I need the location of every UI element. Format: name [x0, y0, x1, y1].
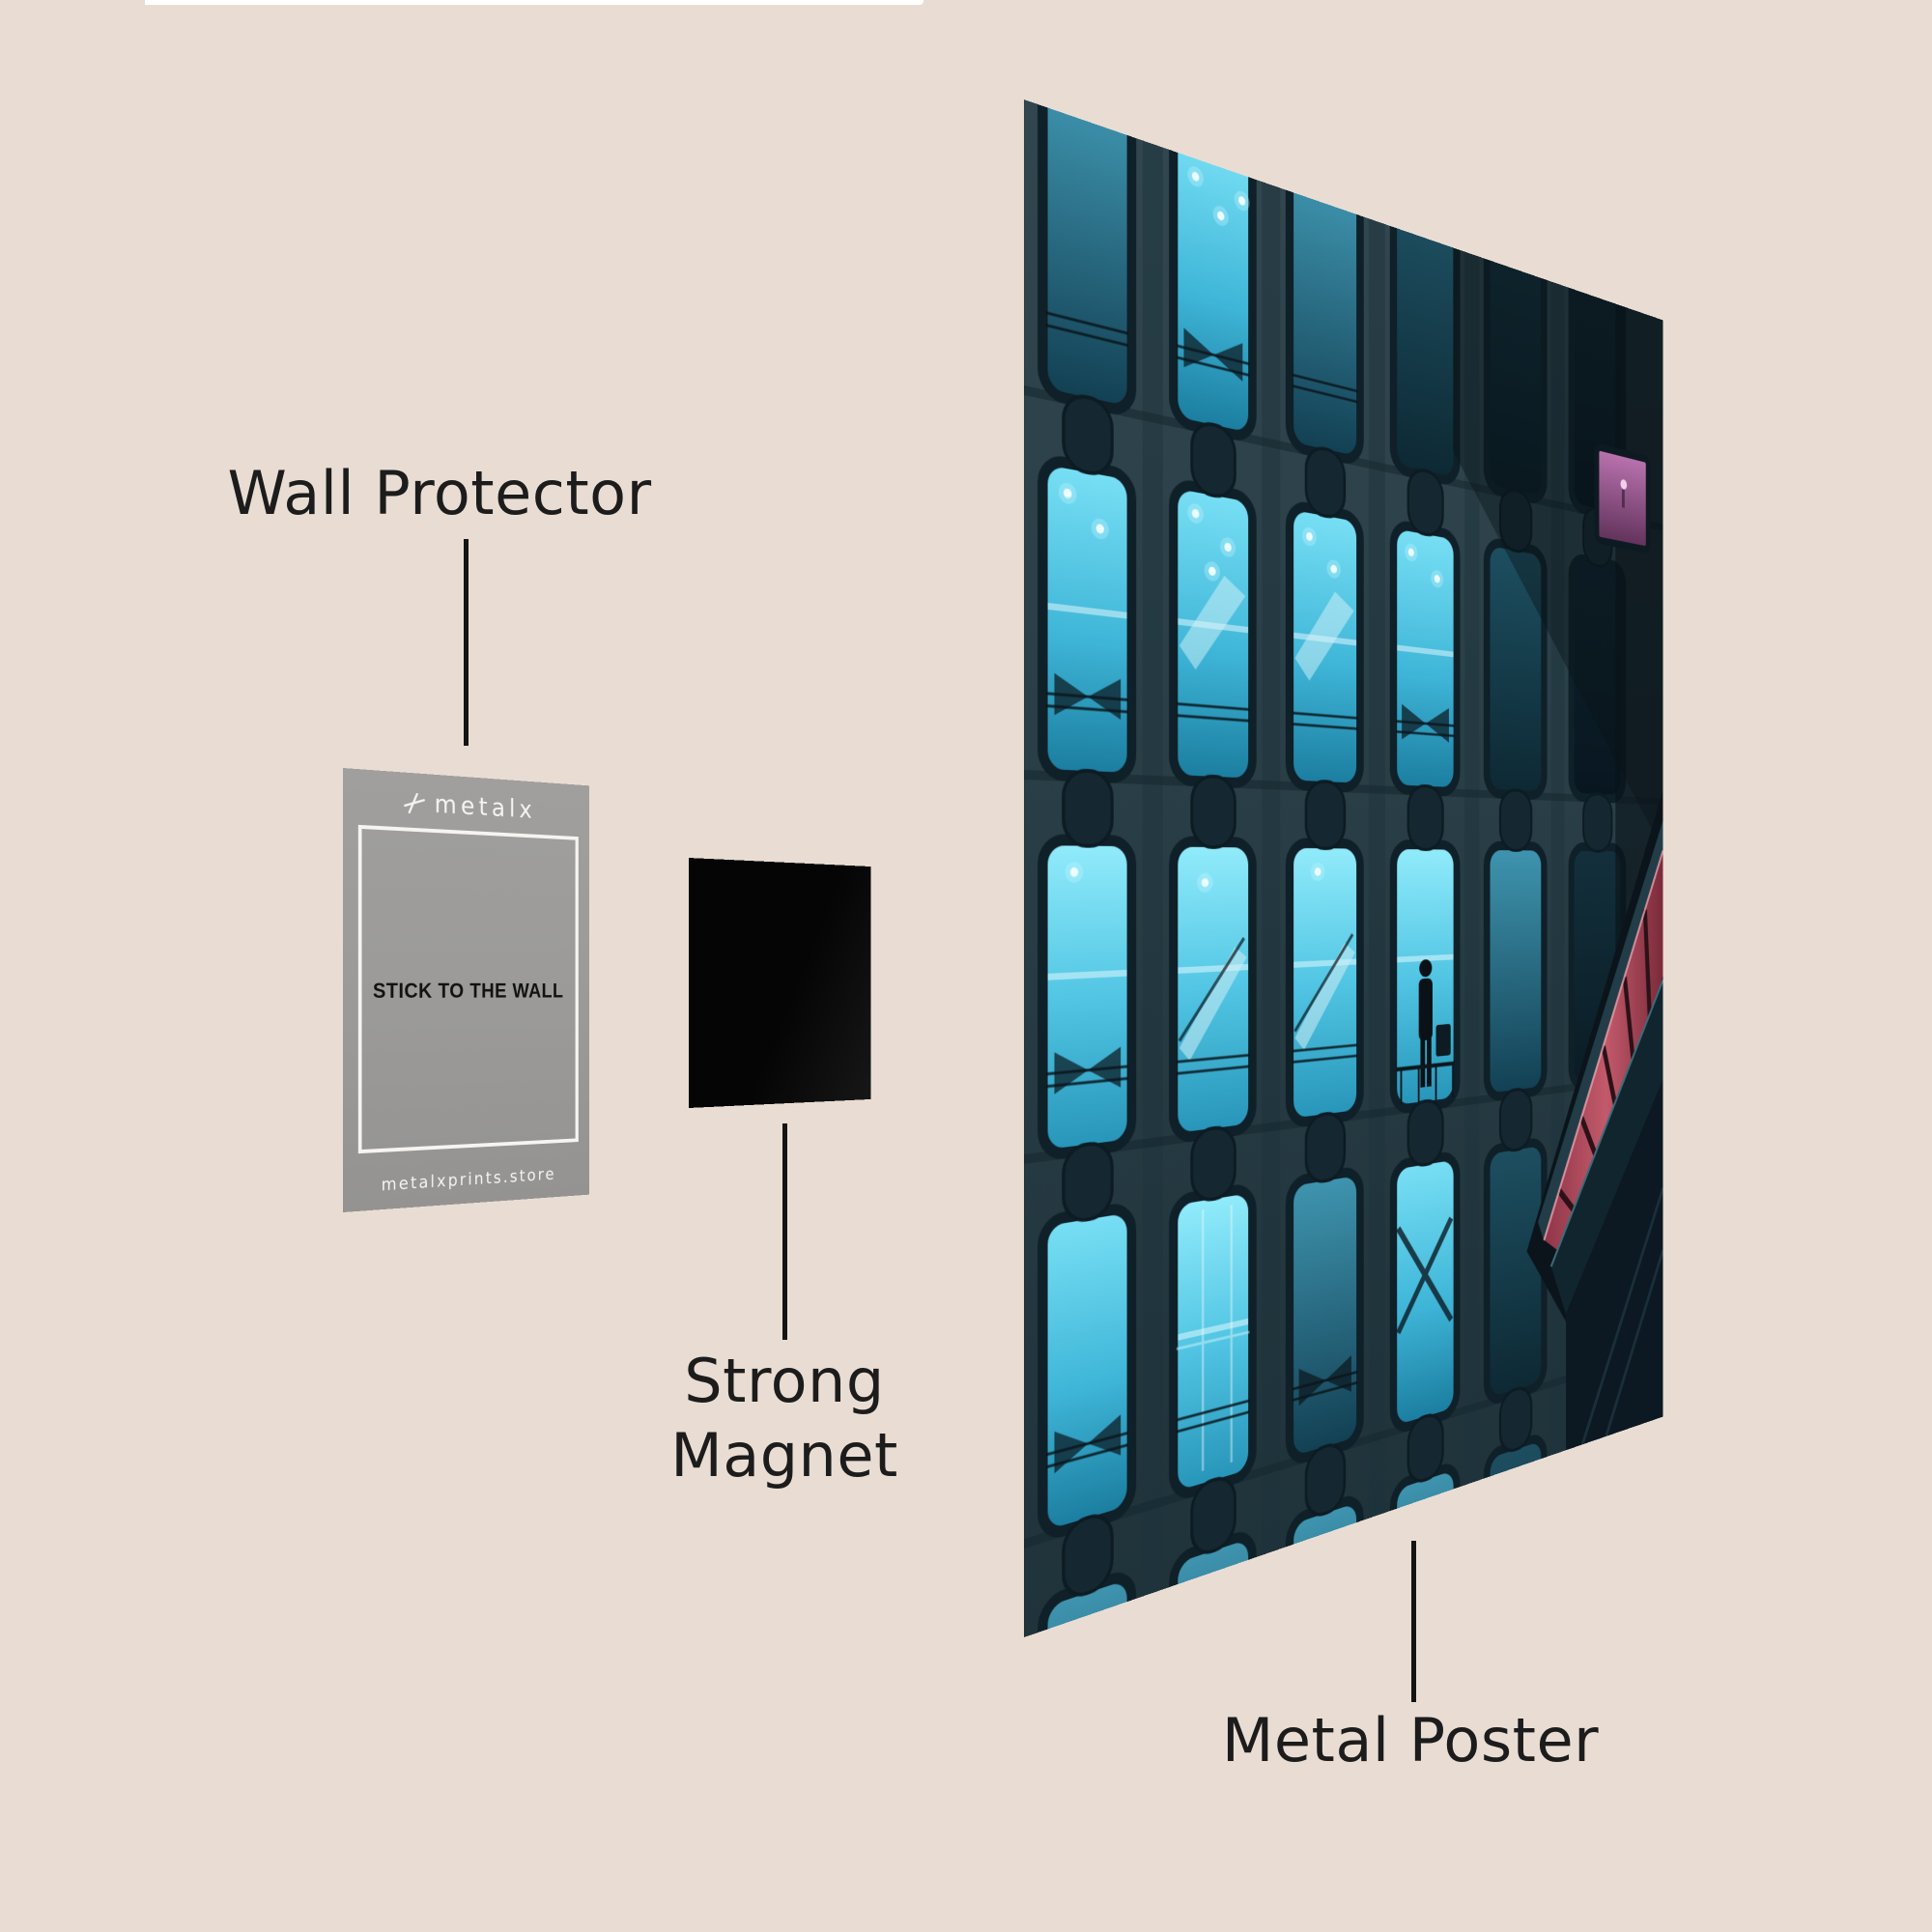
card-website: metalxprints.store [381, 1164, 556, 1196]
metalx-logo-icon [404, 792, 426, 814]
magenta-window [1597, 446, 1648, 550]
strong-magnet-label-line2: Magnet [670, 1420, 898, 1491]
strong-magnet-label: Strong Magnet [495, 1344, 1074, 1492]
metal-poster-connector-line [1411, 1541, 1416, 1702]
wall-protector-card: metalx STICK TO THE WALL metalxprints.st… [343, 768, 589, 1212]
wall-protector-connector-line [464, 539, 469, 746]
card-brand-text: metalx [434, 789, 536, 825]
wall-protector-label: Wall Protector [227, 458, 652, 528]
metal-poster [1024, 99, 1663, 1637]
metal-poster-label: Metal Poster [1221, 1705, 1600, 1776]
strong-magnet-connector-line [782, 1123, 787, 1340]
strong-magnet-label-line1: Strong [684, 1346, 885, 1416]
card-message: STICK TO THE WALL [372, 979, 564, 1003]
poster-artwork [1024, 99, 1663, 1637]
card-brand-row: metalx [343, 783, 589, 828]
top-edge-strip [145, 0, 923, 5]
strong-magnet [689, 858, 871, 1108]
